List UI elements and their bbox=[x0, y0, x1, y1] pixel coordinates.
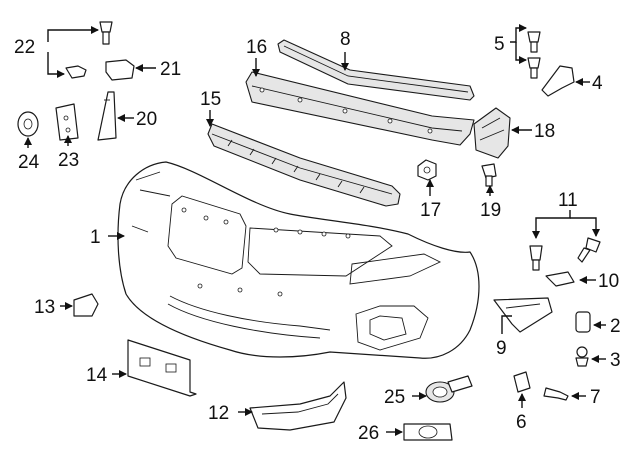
callout-24: 24 bbox=[18, 152, 40, 173]
callout-labels: 1 2 3 4 5 6 7 8 9 10 11 12 13 14 15 16 1… bbox=[14, 29, 621, 444]
part-25-sensor bbox=[425, 375, 473, 403]
part-4-bracket bbox=[541, 65, 575, 97]
part-5-bolts bbox=[527, 31, 541, 79]
part-17-nut bbox=[417, 159, 437, 181]
callout-16: 16 bbox=[246, 37, 267, 58]
callout-17: 17 bbox=[420, 200, 441, 221]
callout-26: 26 bbox=[358, 423, 379, 444]
part-20-bracket bbox=[97, 91, 117, 141]
callout-5: 5 bbox=[494, 34, 505, 55]
part-9-bracket bbox=[493, 297, 553, 333]
callout-4: 4 bbox=[592, 73, 603, 94]
part-6-retainer bbox=[513, 371, 531, 393]
callout-15: 15 bbox=[200, 89, 221, 110]
part-24-nut bbox=[17, 111, 39, 137]
part-16-reinforcement-beam bbox=[245, 71, 475, 146]
callout-8: 8 bbox=[340, 29, 351, 50]
part-21-clip bbox=[105, 59, 135, 81]
part-23-bracket bbox=[55, 103, 79, 141]
callout-18: 18 bbox=[534, 121, 555, 142]
part-8-upper-strip bbox=[277, 39, 475, 101]
part-14-license-bracket bbox=[127, 339, 197, 397]
part-15-energy-absorber bbox=[207, 123, 401, 207]
leader-lines bbox=[24, 24, 606, 436]
callout-22: 22 bbox=[14, 37, 35, 58]
callout-19: 19 bbox=[480, 200, 501, 221]
part-1-bumper-cover bbox=[117, 161, 480, 359]
part-22-bolts bbox=[65, 21, 113, 79]
callout-11: 11 bbox=[558, 190, 578, 211]
callout-23: 23 bbox=[58, 150, 79, 171]
callout-20: 20 bbox=[136, 109, 157, 130]
callout-25: 25 bbox=[384, 387, 405, 408]
part-2-clip bbox=[575, 311, 591, 333]
part-3-push-pin bbox=[575, 346, 589, 367]
part-26-sensor-holder bbox=[403, 423, 453, 441]
callout-14: 14 bbox=[86, 365, 108, 386]
callout-1: 1 bbox=[90, 227, 101, 248]
callout-13: 13 bbox=[34, 297, 55, 318]
part-10-retainer bbox=[545, 271, 575, 287]
callout-2: 2 bbox=[610, 316, 621, 337]
callout-10: 10 bbox=[598, 271, 619, 292]
part-11-bolts bbox=[529, 237, 601, 271]
part-13-tow-cover bbox=[73, 293, 99, 317]
callout-21: 21 bbox=[160, 59, 181, 80]
part-18-bracket bbox=[473, 107, 511, 159]
part-12-fog-bezel bbox=[249, 381, 347, 431]
part-19-bolt bbox=[481, 163, 497, 187]
callout-7: 7 bbox=[590, 387, 601, 408]
callout-6: 6 bbox=[516, 412, 527, 433]
callout-12: 12 bbox=[208, 403, 229, 424]
part-7-bolt bbox=[543, 387, 569, 401]
callout-3: 3 bbox=[610, 350, 621, 371]
callout-9: 9 bbox=[496, 338, 507, 359]
